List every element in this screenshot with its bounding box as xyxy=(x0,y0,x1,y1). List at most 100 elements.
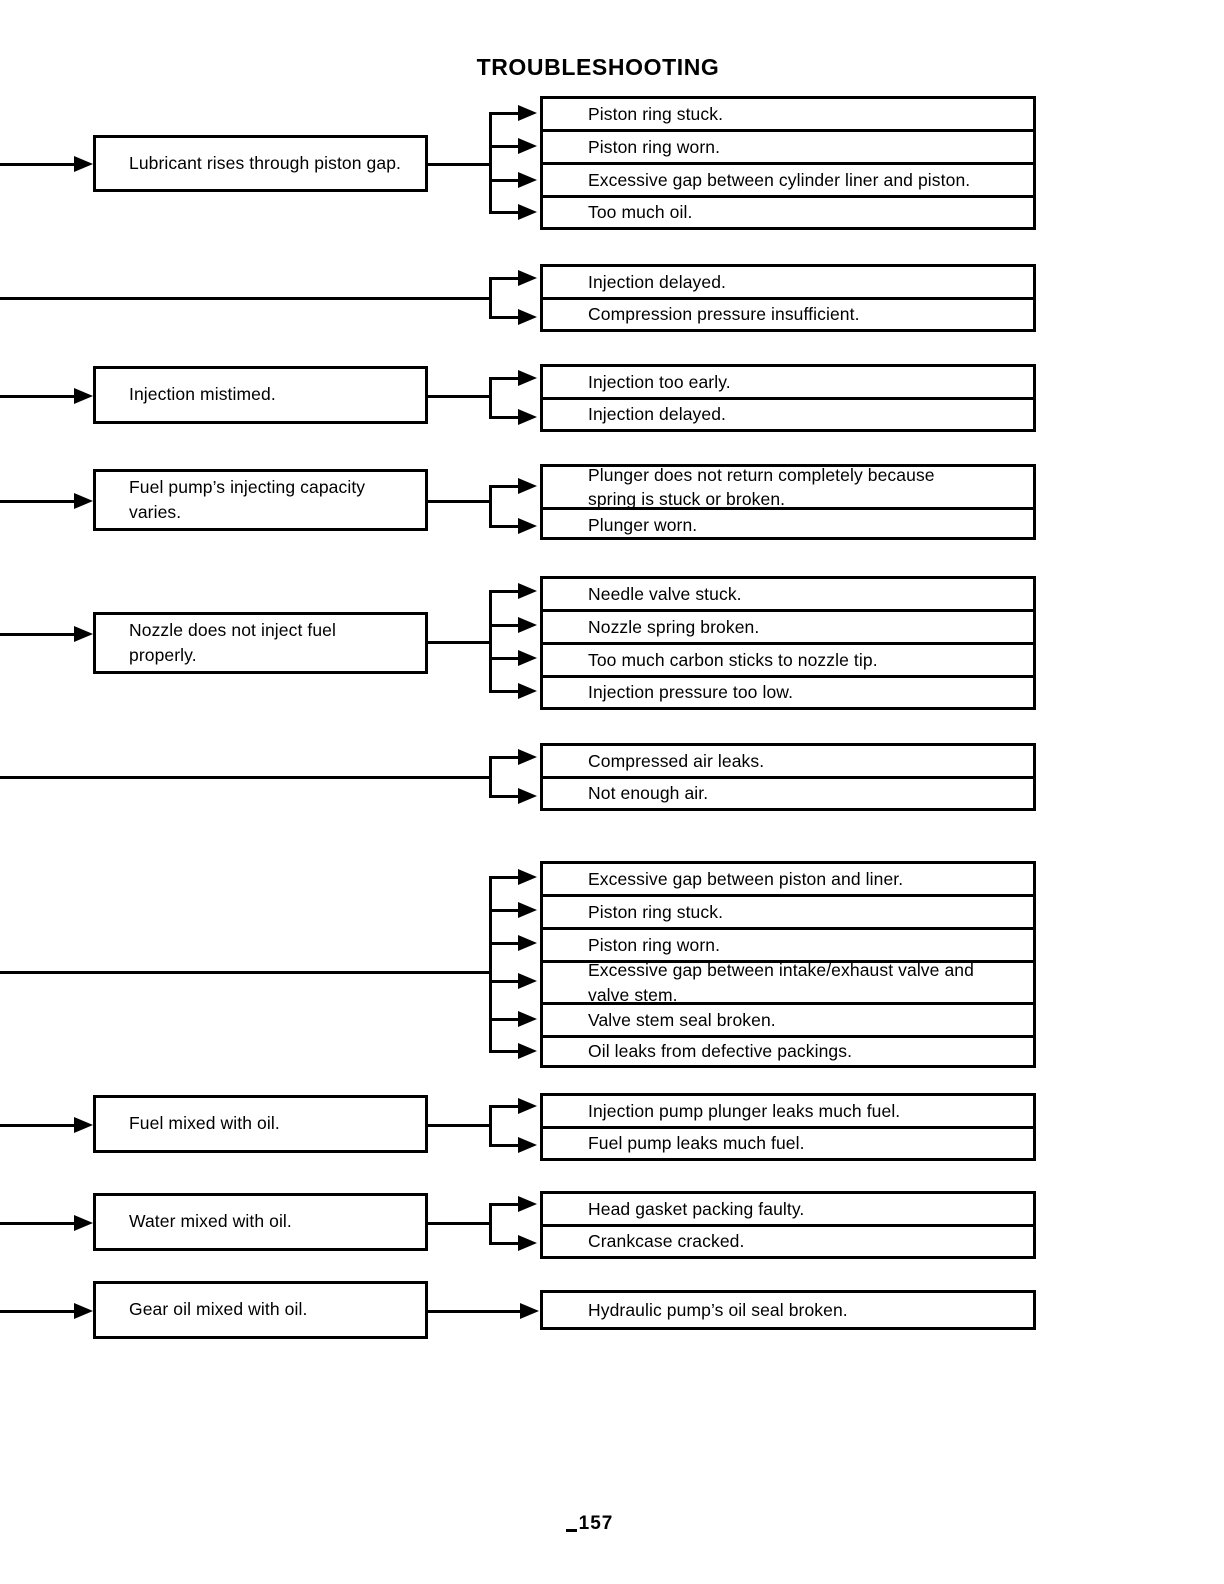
branch-arm-5-2 xyxy=(489,624,521,627)
effect-row[interactable]: Injection delayed. xyxy=(543,400,1033,429)
branch-arrowhead-7-1 xyxy=(518,869,537,885)
effect-row[interactable]: Excessive gap between intake/exhaust val… xyxy=(543,963,1033,1005)
effect-row[interactable]: Not enough air. xyxy=(543,779,1033,808)
branch-arrowhead-9-2 xyxy=(518,1235,537,1251)
branch-arm-5-1 xyxy=(489,590,521,593)
bracket-spine-1 xyxy=(489,113,492,213)
branch-arrowhead-6-2 xyxy=(518,788,537,804)
branch-arrowhead-4-2 xyxy=(518,518,537,534)
page-number-dash xyxy=(566,1529,577,1532)
effect-label: Compressed air leaks. xyxy=(588,750,765,771)
bracket-spine-7 xyxy=(489,877,492,1050)
effect-label: Valve stem seal broken. xyxy=(588,1009,776,1030)
effect-row[interactable]: Hydraulic pump’s oil seal broken. xyxy=(543,1293,1033,1327)
effect-label: Too much oil. xyxy=(588,202,693,223)
effect-label: Not enough air. xyxy=(588,783,709,804)
effect-group-3: Injection too early. Injection delayed. xyxy=(540,364,1036,432)
cause-box-9[interactable]: Water mixed with oil. xyxy=(93,1193,428,1251)
effect-row[interactable]: Plunger does not return completely becau… xyxy=(543,467,1033,510)
cause-box-10[interactable]: Gear oil mixed with oil. xyxy=(93,1281,428,1339)
incoming-line-6 xyxy=(0,776,491,779)
effect-label: Excessive gap between piston and liner. xyxy=(588,868,904,889)
effect-row[interactable]: Fuel pump leaks much fuel. xyxy=(543,1129,1033,1158)
bracket-spine-3 xyxy=(489,378,492,419)
trunk-line-4 xyxy=(428,500,491,503)
branch-arrowhead-3-1 xyxy=(518,370,537,386)
cause-label-8: Fuel mixed with oil. xyxy=(129,1113,280,1134)
trunk-line-8 xyxy=(428,1124,491,1127)
effect-row[interactable]: Oil leaks from defective packings. xyxy=(543,1038,1033,1065)
bracket-spine-5 xyxy=(489,591,492,692)
effect-row[interactable]: Valve stem seal broken. xyxy=(543,1005,1033,1038)
effect-row[interactable]: Injection too early. xyxy=(543,367,1033,400)
branch-arm-1-1 xyxy=(489,112,521,115)
effect-row[interactable]: Injection pump plunger leaks much fuel. xyxy=(543,1096,1033,1129)
branch-arrowhead-3-2 xyxy=(518,409,537,425)
effect-group-10: Hydraulic pump’s oil seal broken. xyxy=(540,1290,1036,1330)
effect-row[interactable]: Piston ring stuck. xyxy=(543,897,1033,930)
branch-arm-6-1 xyxy=(489,756,521,759)
effect-row[interactable]: Injection pressure too low. xyxy=(543,678,1033,707)
cause-box-4[interactable]: Fuel pump’s injecting capacity varies. xyxy=(93,469,428,531)
effect-row[interactable]: Injection delayed. xyxy=(543,267,1033,300)
effect-row[interactable]: Too much carbon sticks to nozzle tip. xyxy=(543,645,1033,678)
branch-arrowhead-5-4 xyxy=(518,683,537,699)
effect-row[interactable]: Head gasket packing faulty. xyxy=(543,1194,1033,1227)
branch-arrowhead-6-1 xyxy=(518,749,537,765)
bracket-spine-9 xyxy=(489,1204,492,1245)
effect-label: Needle valve stuck. xyxy=(588,583,742,604)
cause-box-3[interactable]: Injection mistimed. xyxy=(93,366,428,424)
branch-arm-4-1 xyxy=(489,485,521,488)
effect-label: Injection delayed. xyxy=(588,271,727,292)
effect-group-6: Compressed air leaks. Not enough air. xyxy=(540,743,1036,811)
branch-arm-8-2 xyxy=(489,1144,521,1147)
branch-arrowhead-1-1 xyxy=(518,105,537,121)
incoming-arrowhead-3 xyxy=(74,388,93,404)
incoming-line-7 xyxy=(0,971,491,974)
cause-label-9: Water mixed with oil. xyxy=(129,1211,292,1232)
effect-row[interactable]: Piston ring stuck. xyxy=(543,99,1033,132)
branch-arrowhead-7-6 xyxy=(518,1043,537,1059)
branch-arrowhead-1-2 xyxy=(518,138,537,154)
branch-arrowhead-5-1 xyxy=(518,583,537,599)
cause-label-4: Fuel pump’s injecting capacity varies. xyxy=(129,476,366,522)
branch-arm-7-1 xyxy=(489,876,521,879)
trunk-line-10 xyxy=(428,1310,526,1313)
effect-row[interactable]: Needle valve stuck. xyxy=(543,579,1033,612)
effect-row[interactable]: Compression pressure insufficient. xyxy=(543,300,1033,329)
effect-label: Excessive gap between intake/exhaust val… xyxy=(588,963,974,1005)
branch-arrowhead-1-4 xyxy=(518,204,537,220)
branch-arrowhead-5-3 xyxy=(518,650,537,666)
effect-row[interactable]: Excessive gap between cylinder liner and… xyxy=(543,165,1033,198)
effect-row[interactable]: Piston ring worn. xyxy=(543,132,1033,165)
trunk-line-3 xyxy=(428,395,491,398)
effect-label: Hydraulic pump’s oil seal broken. xyxy=(588,1299,848,1320)
effect-row[interactable]: Nozzle spring broken. xyxy=(543,612,1033,645)
branch-arrowhead-2-1 xyxy=(518,270,537,286)
effect-group-8: Injection pump plunger leaks much fuel. … xyxy=(540,1093,1036,1161)
effect-label: Piston ring worn. xyxy=(588,934,721,955)
effect-row[interactable]: Compressed air leaks. xyxy=(543,746,1033,779)
effect-row[interactable]: Crankcase cracked. xyxy=(543,1227,1033,1256)
incoming-line-3 xyxy=(0,395,78,398)
cause-label-5: Nozzle does not inject fuel properly. xyxy=(129,619,336,665)
cause-box-8[interactable]: Fuel mixed with oil. xyxy=(93,1095,428,1153)
branch-arm-1-3 xyxy=(489,179,521,182)
branch-arm-5-4 xyxy=(489,690,521,693)
branch-arm-9-2 xyxy=(489,1242,521,1245)
cause-box-5[interactable]: Nozzle does not inject fuel properly. xyxy=(93,612,428,674)
branch-arm-7-3 xyxy=(489,942,521,945)
effect-row[interactable]: Excessive gap between piston and liner. xyxy=(543,864,1033,897)
cause-box-1[interactable]: Lubricant rises through piston gap. xyxy=(93,135,428,192)
effect-group-1: Piston ring stuck. Piston ring worn. Exc… xyxy=(540,96,1036,230)
effect-row[interactable]: Piston ring worn. xyxy=(543,930,1033,963)
cause-label-10: Gear oil mixed with oil. xyxy=(129,1299,308,1320)
effect-row[interactable]: Plunger worn. xyxy=(543,510,1033,540)
effect-group-7: Excessive gap between piston and liner. … xyxy=(540,861,1036,1068)
incoming-arrowhead-10 xyxy=(74,1303,93,1319)
branch-arrowhead-7-5 xyxy=(518,1011,537,1027)
effect-row[interactable]: Too much oil. xyxy=(543,198,1033,227)
branch-arm-5-3 xyxy=(489,657,521,660)
effect-label: Head gasket packing faulty. xyxy=(588,1198,805,1219)
